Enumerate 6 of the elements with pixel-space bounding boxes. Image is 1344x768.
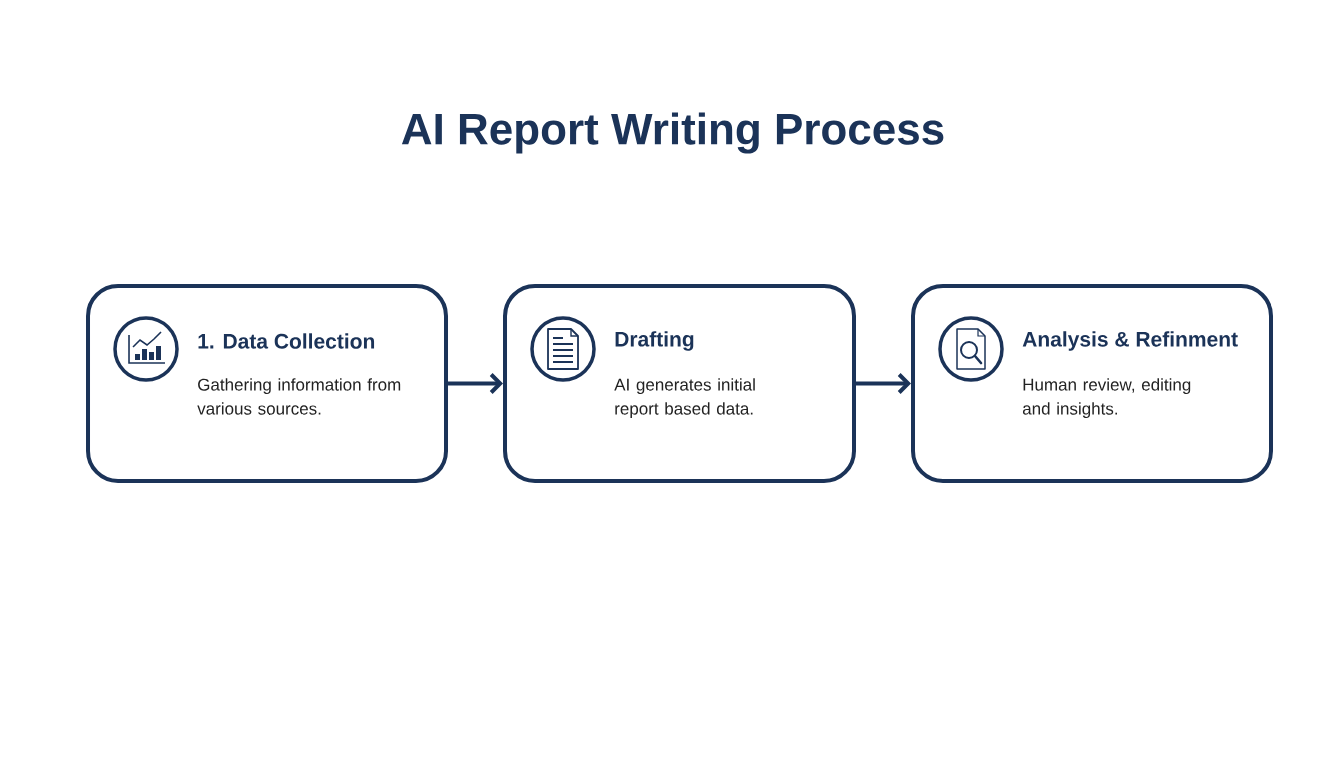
title: AI Report Writing Process — [401, 112, 944, 154]
process-box: 1. Data Collection Gathering information from various sources. — [86, 284, 448, 483]
arrow — [448, 373, 503, 394]
process-box: Analysis & Refinment Human review, editing and insights. — [911, 284, 1273, 483]
process-box: Drafting AI generates initial report based data. — [503, 284, 856, 483]
arrow — [856, 373, 911, 394]
